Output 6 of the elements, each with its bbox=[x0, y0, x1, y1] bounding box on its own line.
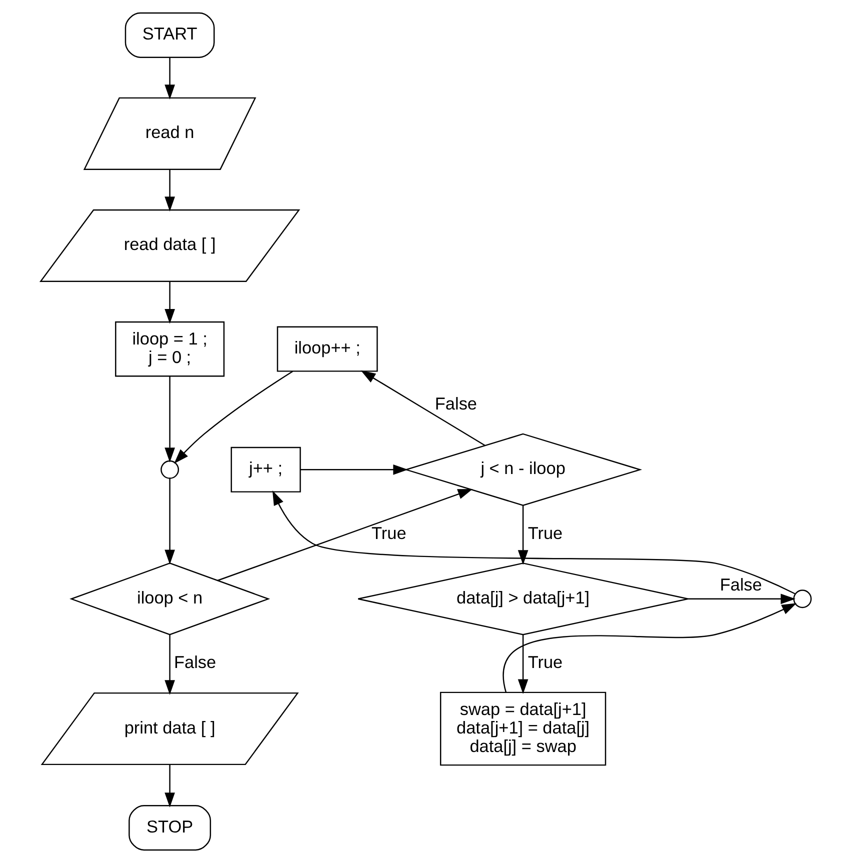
edge-label: True bbox=[528, 652, 563, 672]
edge-label: False bbox=[174, 652, 216, 672]
edge-label: False bbox=[720, 574, 762, 595]
edge-label: False bbox=[434, 394, 478, 414]
edge-label: True bbox=[372, 522, 406, 543]
edge-label: True bbox=[528, 522, 563, 543]
